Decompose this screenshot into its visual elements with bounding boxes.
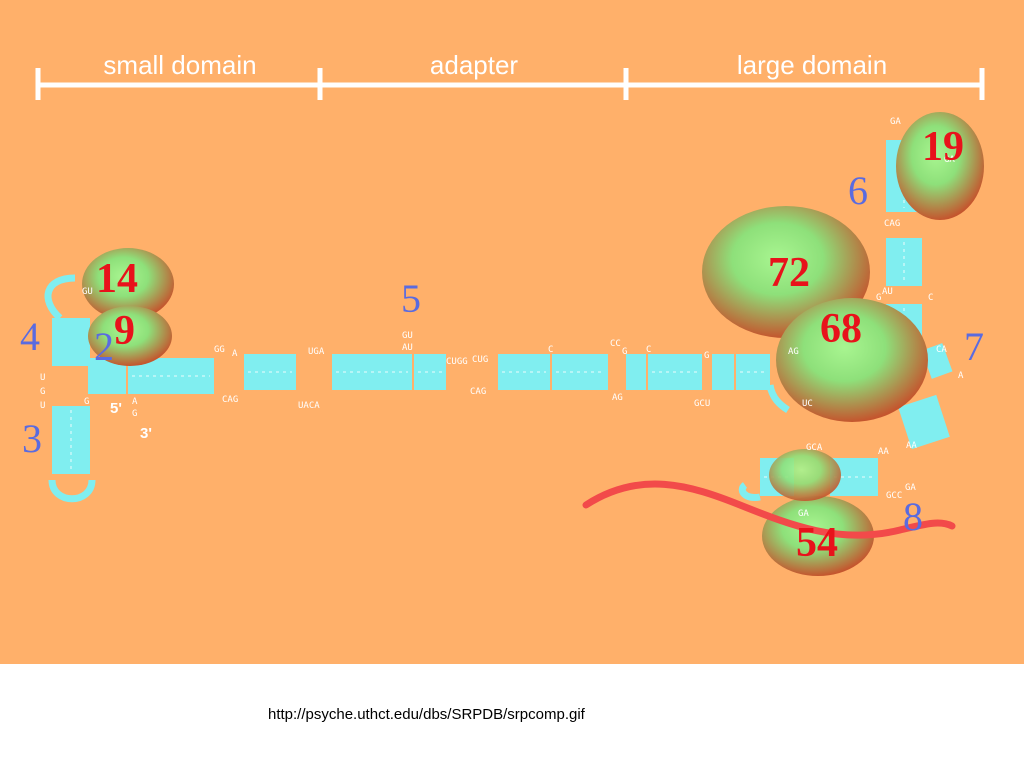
nt-20: U [40,373,45,383]
nt-39: AA [906,441,917,451]
protein-14-blob [82,248,174,320]
nt-38: GA [905,483,916,493]
helix-7-label: 7 [964,324,984,369]
rna-loops [44,274,790,503]
nt-35: AU [882,287,893,297]
nt-33: C [928,293,933,303]
source-url: http://psyche.uthct.edu/dbs/SRPDB/srpcom… [268,706,585,723]
loop-helix-8 [738,482,761,502]
nucleotide-labels: GG A UGA GU AU CUGG CUG C CC G C G AG CA… [40,117,964,519]
srp-diagram: small domain adapter large domain [20,50,985,576]
protein-9-blob [88,306,172,366]
proteins [82,112,984,576]
adapter-label: adapter [430,50,519,80]
five-prime-label: 5' [110,400,122,417]
nt-11: C [646,345,651,355]
nt-17: AG [612,393,623,403]
helix-stem-g [626,354,646,390]
nt-16: CAG [470,387,486,397]
nt-15: UACA [298,401,320,411]
protein-19-blob [896,112,984,220]
helix-7-stem [921,343,953,379]
helix-4-stem [52,318,90,366]
nt-1: GG [214,345,225,355]
nt-3: UGA [308,347,325,357]
nt-8: C [548,345,553,355]
protein-68-label: 68 [820,306,862,352]
protein-72-label: 72 [768,250,810,296]
nt-2: A [232,349,238,359]
helix-5-label: 5 [401,276,421,321]
nt-18: GCU [694,399,710,409]
nt-31: CA [936,345,947,355]
nt-9: CC [610,339,621,349]
nt-29: GCC [886,491,902,501]
nt-10: G [622,347,627,357]
nt-14: CAG [222,395,238,405]
nt-27: GCA [806,443,823,453]
helix-8-stem-upper [898,394,950,450]
helix-8-label: 8 [903,494,923,539]
small-domain-label: small domain [103,50,256,80]
nt-34: G [876,293,881,303]
helix-4-label: 4 [20,314,40,359]
protein-68-blob [776,298,928,422]
strand-large-1 [766,384,790,413]
nt-7: CUG [472,355,488,365]
protein-14-label: 14 [96,256,138,302]
nt-30: GA [798,509,809,519]
protein-54-label: 54 [796,520,838,566]
nt-26: CAG [884,219,900,229]
three-prime-label: 3' [140,425,152,442]
nt-28: AA [878,447,889,457]
nt-25: GA [890,117,901,127]
nt-36: A [958,371,964,381]
nt-40: G [84,397,89,407]
nt-13: AG [788,347,799,357]
helix-3-label: 3 [22,416,42,461]
helix-6-label: 6 [848,168,868,213]
protein-9-label: 9 [114,308,135,354]
mrna-strand [582,480,956,539]
nt-23: A [132,397,138,407]
nt-5: AU [402,343,413,353]
domain-bar: small domain adapter large domain [35,50,985,100]
nt-4: GU [402,331,413,341]
nt-22: U [40,401,45,411]
loop-helix-4 [44,274,76,321]
loop-helix-3 [48,479,96,503]
large-domain-label: large domain [737,50,887,80]
helix-2-label: 2 [94,324,114,369]
nt-12: G [704,351,709,361]
nt-19: UC [802,399,813,409]
nt-21: G [40,387,45,397]
helix-stem-i [712,354,734,390]
nt-32: GU [82,287,93,297]
protein-54-lobe [769,449,841,501]
protein-19-label: 19 [922,124,964,170]
protein-54-blob [762,496,874,576]
nt-24: G [132,409,137,419]
nt-37: GA [944,155,955,165]
nt-6: CUGG [446,357,468,367]
diagram-background: small domain adapter large domain [0,0,1024,664]
